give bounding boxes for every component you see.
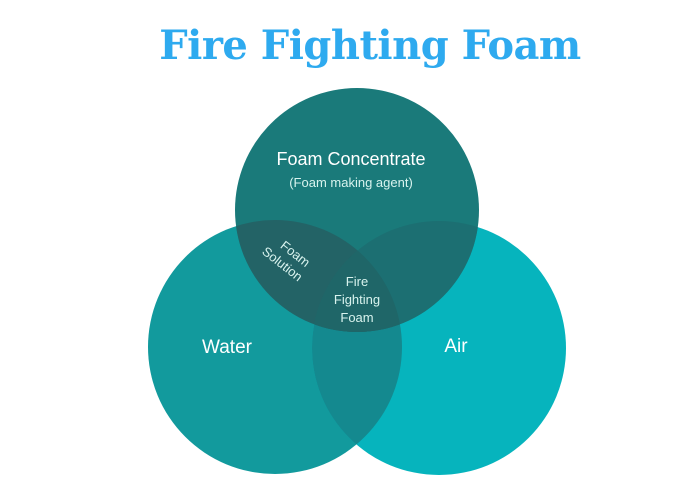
foam-concentrate-label: Foam Concentrate: [276, 149, 425, 169]
foam-concentrate-sublabel: (Foam making agent): [289, 175, 413, 190]
diagram-title: Fire Fighting Foam: [159, 22, 581, 69]
fire-fighting-foam-label-line1: Fire: [346, 274, 368, 289]
fire-fighting-foam-overlap: [312, 221, 402, 332]
fire-fighting-foam-label-line2: Fighting: [334, 292, 380, 307]
water-label: Water: [202, 337, 253, 358]
fire-fighting-foam-label-line3: Foam: [340, 310, 373, 325]
air-label: Air: [444, 336, 468, 357]
